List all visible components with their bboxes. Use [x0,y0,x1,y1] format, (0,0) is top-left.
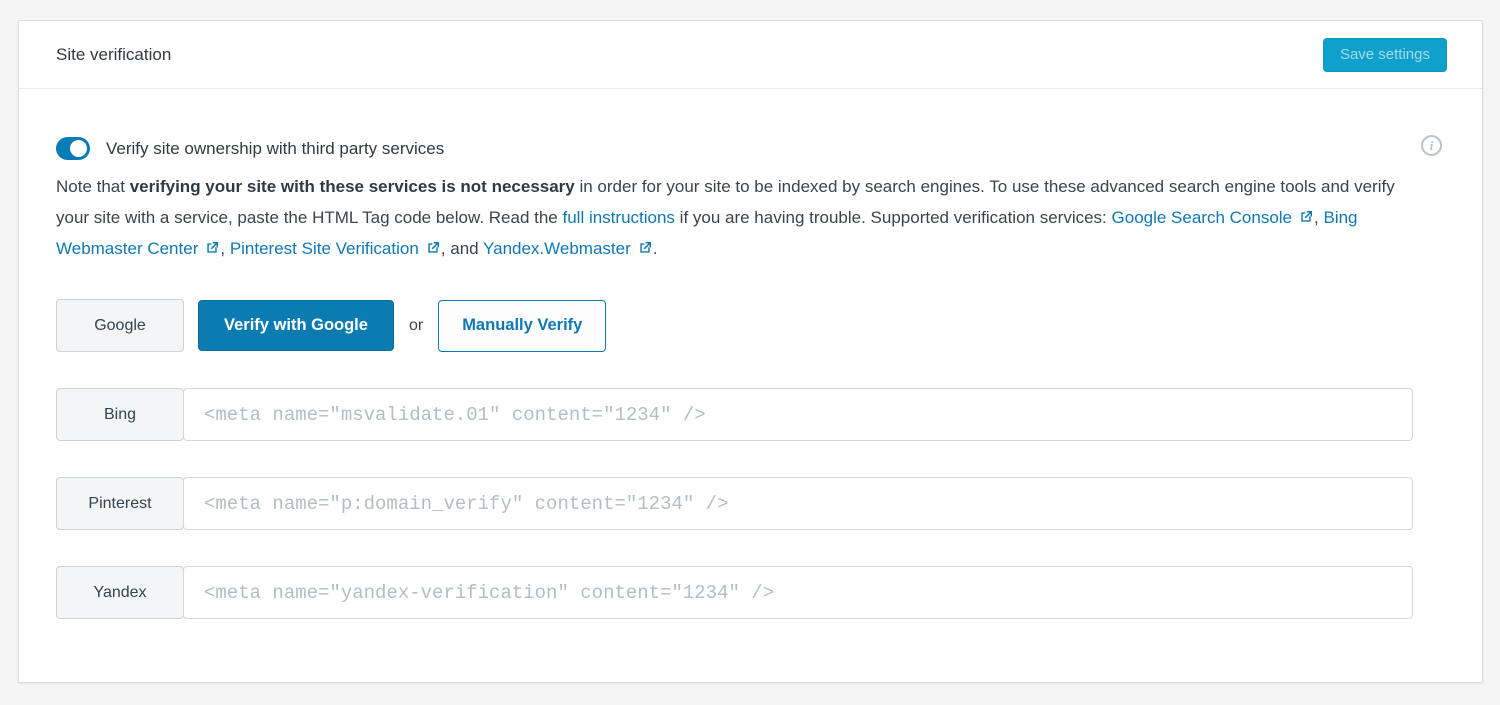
pinterest-service-label: Pinterest [56,477,184,530]
google-search-console-link[interactable]: Google Search Console [1111,208,1293,227]
toggle-knob [70,140,87,157]
external-link-icon[interactable] [637,240,653,256]
note-text: if you are having trouble. Supported ver… [674,208,1112,227]
toggle-label: Verify site ownership with third party s… [106,138,445,158]
google-verification-row: Google Verify with Google or Manually Ve… [56,299,1413,352]
note-text: , [1314,208,1324,227]
pinterest-meta-tag-input[interactable] [183,477,1413,530]
site-verification-card: Site verification Save settings i Verify… [18,20,1483,683]
yandex-webmaster-link[interactable]: Yandex.Webmaster [483,239,631,258]
bing-meta-tag-input[interactable] [183,388,1413,441]
card-header: Site verification Save settings [19,21,1482,89]
google-service-label: Google [56,299,184,352]
save-settings-button[interactable]: Save settings [1322,37,1447,72]
pinterest-verification-row: Pinterest [56,477,1413,530]
bing-service-label: Bing [56,388,184,441]
verify-with-google-button[interactable]: Verify with Google [198,300,394,351]
or-text: or [408,316,424,334]
info-icon[interactable]: i [1421,135,1442,156]
external-link-icon[interactable] [204,240,220,256]
bing-webmaster-link[interactable]: Bing Webmaster Center [56,208,1358,258]
manually-verify-button[interactable]: Manually Verify [438,299,607,352]
ownership-toggle-row: Verify site ownership with third party s… [56,137,1413,160]
note-text: , and [440,239,484,258]
verification-note: Note that verifying your site with these… [56,171,1406,264]
page-title: Site verification [56,44,172,64]
yandex-meta-tag-input[interactable] [183,566,1413,619]
full-instructions-link[interactable]: full instructions [562,208,675,227]
external-link-icon[interactable] [1298,209,1314,225]
note-text: , [220,239,230,258]
note-text: . [652,239,658,258]
note-text: Note that [56,177,130,196]
bing-verification-row: Bing [56,388,1413,441]
pinterest-verification-link[interactable]: Pinterest Site Verification [229,239,419,258]
external-link-icon[interactable] [425,240,441,256]
verify-ownership-toggle[interactable] [56,137,90,160]
yandex-verification-row: Yandex [56,566,1413,619]
yandex-service-label: Yandex [56,566,184,619]
card-body: i Verify site ownership with third party… [19,89,1482,619]
note-bold-text: verifying your site with these services … [129,177,575,196]
note-text: in order for your site to be indexed by … [56,177,1395,227]
